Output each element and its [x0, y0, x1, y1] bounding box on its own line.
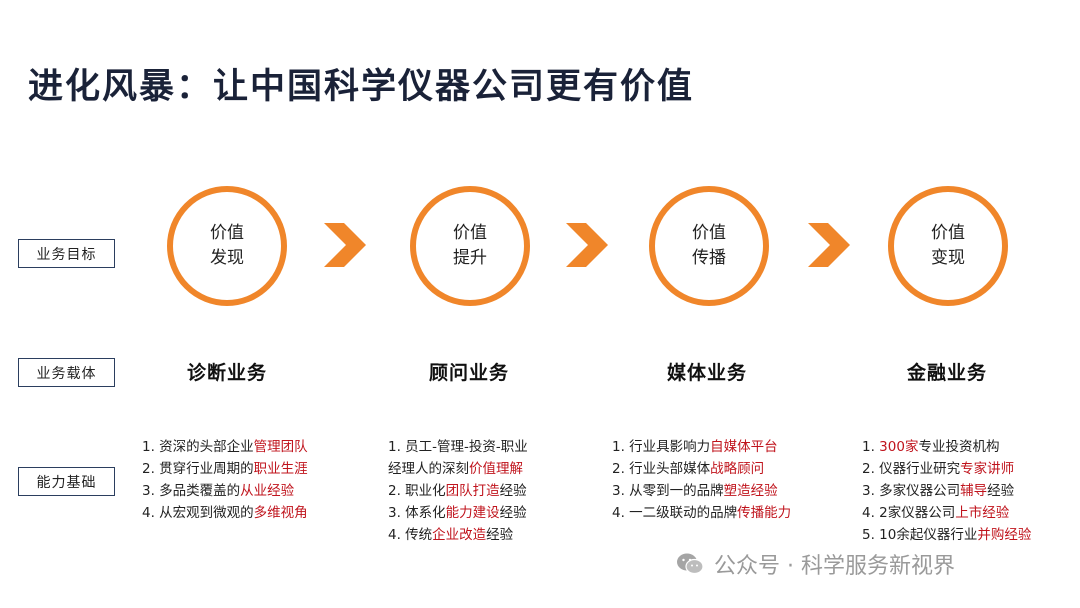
capability-item: 2. 行业头部媒体战略顾问	[612, 458, 791, 480]
capability-item: 3. 多品类覆盖的从业经验	[142, 480, 308, 502]
highlight-text: 自媒体平台	[710, 439, 778, 455]
carrier-diagnosis: 诊断业务	[186, 362, 267, 384]
goal-text-line1: 价值	[210, 223, 244, 243]
highlight-text: 企业改造	[432, 527, 487, 543]
wechat-icon	[677, 553, 704, 575]
goal-text-line2: 变现	[931, 248, 965, 268]
capability-item: 1. 员工-管理-投资-职业	[388, 436, 528, 458]
capability-item: 3. 从零到一的品牌塑造经验	[612, 480, 791, 502]
capability-text: 经验	[499, 483, 527, 499]
carrier-media: 媒体业务	[666, 362, 747, 384]
highlight-text: 团队打造	[445, 483, 500, 499]
goal-text-line2: 发现	[210, 248, 244, 268]
row-label-goal: 业务目标	[18, 239, 115, 268]
highlight-text: 战略顾问	[710, 461, 765, 477]
page-title: 进化风暴：让中国科学仪器公司更有价值	[28, 66, 695, 107]
capability-text: 专业投资机构	[918, 439, 1000, 455]
capability-text: 4. 2家仪器公司	[862, 505, 956, 521]
capability-text: 3. 多家仪器公司	[862, 483, 961, 499]
highlight-text: 多维视角	[253, 505, 308, 521]
highlight-text: 职业生涯	[253, 461, 308, 477]
highlight-text: 塑造经验	[723, 483, 778, 499]
capability-item: 1. 行业具影响力自媒体平台	[612, 436, 791, 458]
capability-item: 4. 传统企业改造经验	[388, 524, 528, 546]
goal-text-line1: 价值	[931, 223, 965, 243]
capability-text: 3. 体系化	[388, 505, 446, 521]
highlight-text: 上市经验	[955, 505, 1010, 521]
highlight-text: 从业经验	[240, 483, 295, 499]
capability-text: 3. 从零到一的品牌	[612, 483, 724, 499]
capability-text: 经验	[499, 505, 527, 521]
capability-text: 经验	[987, 483, 1015, 499]
capability-item: 4. 一二级联动的品牌传播能力	[612, 502, 791, 524]
goal-circle-spread: 价值 传播	[649, 186, 769, 306]
capability-text: 4. 传统	[388, 527, 433, 543]
capability-text: 1.	[862, 439, 880, 455]
highlight-text: 专家讲师	[960, 461, 1015, 477]
capability-text: 5. 10余起仪器行业	[862, 527, 978, 543]
highlight-text: 传播能力	[737, 505, 792, 521]
highlight-text: 并购经验	[977, 527, 1032, 543]
capability-item: 2. 仪器行业研究专家讲师	[862, 458, 1031, 480]
goal-circle-discover: 价值 发现	[167, 186, 287, 306]
capability-text: 4. 一二级联动的品牌	[612, 505, 738, 521]
capability-item: 3. 多家仪器公司辅导经验	[862, 480, 1031, 502]
capability-item: 1. 300家专业投资机构	[862, 436, 1031, 458]
capability-item: 3. 体系化能力建设经验	[388, 502, 528, 524]
carrier-consulting: 顾问业务	[428, 362, 509, 384]
highlight-text: 能力建设	[445, 505, 500, 521]
watermark: 公众号 · 科学服务新视界	[676, 548, 955, 580]
capability-text: 2. 仪器行业研究	[862, 461, 961, 477]
capability-text: 经理人的深刻	[388, 461, 469, 477]
highlight-text: 辅导	[960, 483, 988, 499]
capability-text: 3. 多品类覆盖的	[142, 483, 241, 499]
highlight-text: 价值理解	[469, 461, 523, 477]
capability-item: 经理人的深刻价值理解	[388, 458, 528, 480]
row-label-carrier: 业务载体	[18, 358, 115, 387]
goal-circle-enhance: 价值 提升	[410, 186, 530, 306]
capability-text: 1. 资深的头部企业	[142, 439, 254, 455]
capability-item: 5. 10余起仪器行业并购经验	[862, 524, 1031, 546]
row-label-capability: 能力基础	[18, 467, 115, 496]
goal-text-line2: 传播	[692, 248, 726, 268]
goal-text-line1: 价值	[453, 223, 487, 243]
carrier-finance: 金融业务	[906, 362, 987, 384]
capability-item: 4. 从宏观到微观的多维视角	[142, 502, 308, 524]
capability-text: 2. 贯穿行业周期的	[142, 461, 254, 477]
goal-circle-realize: 价值 变现	[888, 186, 1008, 306]
capability-text: 经验	[486, 527, 514, 543]
chevron-right-icon	[324, 223, 366, 267]
capability-item: 1. 资深的头部企业管理团队	[142, 436, 308, 458]
capability-text: 2. 行业头部媒体	[612, 461, 711, 477]
capability-text: 2. 职业化	[388, 483, 446, 499]
highlight-text: 管理团队	[253, 439, 308, 455]
capability-item: 2. 贯穿行业周期的职业生涯	[142, 458, 308, 480]
chevron-right-icon	[808, 223, 850, 267]
goal-text-line2: 提升	[453, 248, 487, 268]
goal-text-line1: 价值	[692, 223, 726, 243]
highlight-text: 300家	[879, 439, 919, 455]
capability-item: 4. 2家仪器公司上市经验	[862, 502, 1031, 524]
watermark-text: 公众号 · 科学服务新视界	[714, 554, 955, 579]
capability-text: 1. 员工-管理-投资-职业	[388, 439, 528, 455]
capability-text: 4. 从宏观到微观的	[142, 505, 254, 521]
chevron-right-icon	[566, 223, 608, 267]
capability-text: 1. 行业具影响力	[612, 439, 711, 455]
capability-item: 2. 职业化团队打造经验	[388, 480, 528, 502]
